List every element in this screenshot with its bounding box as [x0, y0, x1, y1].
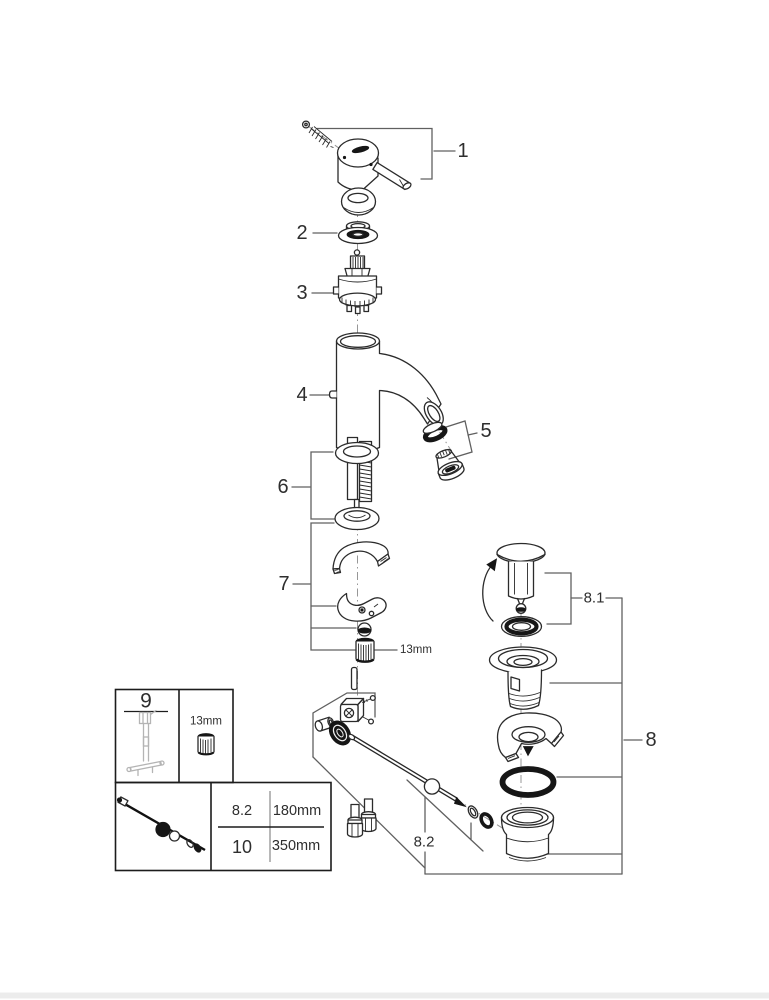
rod-axis-line	[454, 798, 516, 837]
rod-assembly-icon	[116, 796, 206, 853]
callout-3-label: 3	[296, 282, 307, 304]
rod-seal-ring	[479, 812, 494, 829]
row-8-2-ref: 8.2	[232, 803, 252, 819]
part-handle	[336, 138, 412, 191]
part-rod-linkage	[314, 666, 494, 829]
row-10-length: 350mm	[272, 838, 320, 854]
rod-ball	[423, 778, 441, 795]
callout-1-label: 1	[457, 140, 468, 162]
part-mounting-studs	[334, 436, 380, 531]
callout-6-label: 6	[277, 476, 288, 498]
tool-nut-size-label: 13mm	[190, 716, 222, 728]
callout-8-2-label: 8.2	[414, 834, 435, 851]
bracket-part8	[542, 597, 623, 875]
part-horseshoe-clamp	[337, 592, 387, 622]
callout-8-1-label: 8.1	[584, 590, 605, 607]
bracket-part1	[316, 127, 433, 180]
callout-labels: 1 2 3 4 5 6 7 8 8.1 8.2 13mm	[277, 140, 656, 851]
leader-part5	[467, 432, 478, 436]
body-pin	[328, 390, 338, 399]
bracket-part7	[310, 522, 356, 651]
part-ball-nut	[357, 622, 372, 637]
part-drain-flange	[488, 646, 558, 710]
part-drain-gasket	[499, 766, 557, 798]
nut-13mm-icon	[197, 733, 215, 756]
callout-7-label: 7	[278, 573, 289, 595]
socket-wrench-tool	[126, 709, 165, 777]
bracket-part5	[442, 420, 473, 460]
linkage-knob	[328, 720, 352, 746]
callout-4-label: 4	[296, 384, 307, 406]
callout-lines	[291, 127, 643, 875]
part-hose-fittings	[346, 798, 377, 838]
part-escutcheon-dome	[340, 187, 377, 216]
row-10-ref: 10	[232, 837, 252, 857]
part-tension-wedge	[332, 541, 391, 575]
part-aerator	[422, 421, 465, 481]
rod-oring	[467, 805, 479, 819]
screw-axis-line	[307, 125, 344, 152]
callout-5-label: 5	[480, 420, 491, 442]
part-cartridge	[332, 249, 383, 315]
part-set-screw	[301, 120, 334, 148]
page-footer-rule	[0, 992, 769, 999]
tool-ref-label: 9	[140, 690, 152, 713]
bracket-part6	[310, 451, 335, 520]
fitting-rear	[360, 798, 377, 833]
frame-top-left	[312, 692, 376, 758]
nut-size-label: 13mm	[400, 644, 432, 656]
row-8-2-length: 180mm	[273, 803, 321, 819]
callout-8-label: 8	[645, 729, 656, 751]
rotate-arrow	[482, 558, 498, 622]
bracket-part8-1	[544, 572, 572, 625]
part-popup-plug	[496, 542, 546, 614]
part-nut-13mm	[355, 637, 375, 663]
bracket-part7-ticks	[310, 605, 357, 629]
legend-table: 9 13mm	[114, 688, 332, 872]
part-cap-ring	[337, 221, 379, 245]
bracket-part8-2-diagonal	[406, 779, 484, 852]
handle-slot	[351, 145, 370, 154]
fitting-front	[346, 803, 364, 838]
part-drain-body	[500, 806, 555, 862]
linkage-pin	[350, 666, 358, 691]
callout-2-label: 2	[296, 222, 307, 244]
part-drain-wedge	[496, 712, 565, 763]
part-plug-seal	[500, 616, 543, 637]
